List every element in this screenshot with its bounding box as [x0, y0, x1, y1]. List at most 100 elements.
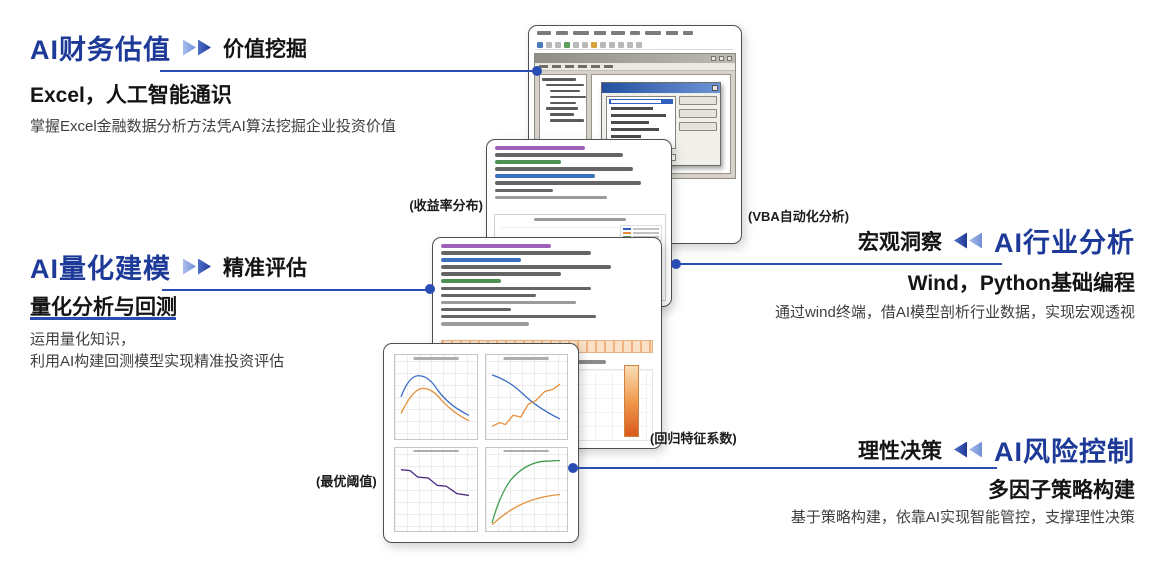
connector-dot-industry: [671, 259, 681, 269]
macro-list-item-selected: [609, 99, 673, 104]
python-code-lines: [441, 244, 655, 329]
connector-dot-quant: [425, 284, 435, 294]
mini-chart-tradeoff-curves: [484, 354, 568, 440]
caption-regression-coefficients: (回归特征系数): [650, 431, 737, 446]
dialog-button: [679, 122, 717, 131]
code-line: [495, 195, 607, 200]
module-quant-desc-line1: 运用量化知识，: [30, 331, 136, 348]
dialog-button: [679, 96, 717, 105]
macro-list-item: [609, 134, 673, 139]
caption-optimal-threshold: (最优阈值): [316, 474, 377, 489]
legend-swatch-orange: [623, 232, 631, 234]
connector-line-risk: [573, 467, 997, 469]
code-line: [441, 244, 551, 248]
code-line: [495, 146, 585, 150]
coefficient-gradient-bar: [624, 365, 639, 437]
chevron-left-icon: [954, 441, 967, 458]
connector-dot-valuation: [532, 66, 542, 76]
code-line: [495, 188, 553, 193]
chevron-right-icon: [183, 258, 196, 275]
module-quant-header: AI量化建模 精准评估: [30, 247, 307, 286]
code-line: [441, 322, 529, 326]
chevron-right-icon: [198, 39, 211, 56]
double-chevron-left-icon: [954, 232, 982, 249]
window-minimize-icon: [711, 56, 716, 61]
code-line: [495, 174, 595, 178]
chart-title-skeleton: [503, 449, 549, 452]
chart-title-skeleton: [413, 357, 459, 360]
code-line: [441, 272, 561, 276]
code-line: [441, 307, 511, 312]
chart-title-skeleton: [413, 449, 459, 452]
legend-swatch-blue: [623, 228, 631, 230]
chevron-right-icon: [183, 39, 196, 56]
module-industry-subtitle: Wind，Python基础编程: [907, 272, 1135, 295]
vba-editor-titlebar: [535, 54, 735, 63]
module-risk-title: AI风险控制: [994, 437, 1135, 467]
module-quant-title: AI量化建模: [30, 254, 171, 284]
module-industry-tagline: 宏观洞察: [858, 230, 942, 254]
screenshot-card-threshold-charts: [383, 343, 579, 543]
module-risk-tagline: 理性决策: [858, 439, 942, 463]
vba-editor-menubar: [535, 63, 735, 71]
python-code-lines: [495, 146, 665, 203]
excel-menu-bar: [537, 30, 733, 37]
code-line: [441, 293, 536, 298]
chevron-right-icon: [198, 258, 211, 275]
code-line: [441, 314, 596, 319]
code-line: [441, 258, 521, 262]
chevron-left-icon: [969, 441, 982, 458]
mini-chart-threshold-curves: [394, 354, 478, 440]
code-line: [495, 160, 561, 164]
chevron-left-icon: [954, 232, 967, 249]
window-close-icon: [727, 56, 732, 61]
macro-list-item: [609, 113, 673, 118]
caption-vba-automation: (VBA自动化分析): [748, 209, 850, 224]
connector-dot-risk: [568, 463, 578, 473]
connector-line-quant: [162, 289, 430, 291]
excel-toolbar: [537, 40, 733, 50]
chart-title-skeleton: [534, 218, 626, 221]
module-risk-desc: 基于策略构建，依靠AI实现智能管控，支撑理性决策: [790, 509, 1135, 526]
macro-dialog-titlebar: [602, 83, 720, 93]
double-chevron-right-icon: [183, 258, 211, 275]
code-line: [441, 265, 611, 269]
macro-list-item: [609, 106, 673, 111]
connector-line-industry: [676, 263, 1002, 265]
module-risk-subtitle: 多因子策略构建: [988, 479, 1135, 502]
module-quant-desc-line2: 利用AI构建回测模型实现精准投资评估: [30, 353, 285, 370]
module-quant-subtitle: 量化分析与回测: [30, 296, 177, 319]
code-line: [495, 153, 623, 157]
code-line: [441, 286, 591, 291]
quant-subtitle-underline: [30, 317, 176, 320]
double-chevron-left-icon: [954, 441, 982, 458]
macro-list-item: [609, 120, 673, 125]
macro-dialog-buttons: [679, 96, 717, 131]
module-quant-tagline: 精准评估: [223, 256, 307, 280]
module-valuation-desc: 掌握Excel金融数据分析方法凭AI算法挖掘企业投资价值: [30, 118, 396, 135]
caption-returns-distribution: (收益率分布): [409, 198, 483, 213]
code-line: [441, 251, 591, 255]
connector-line-valuation: [160, 70, 537, 72]
double-chevron-right-icon: [183, 39, 211, 56]
module-industry-title: AI行业分析: [994, 228, 1135, 258]
dialog-close-icon: [712, 85, 718, 91]
module-valuation-title: AI财务估值: [30, 35, 171, 65]
module-valuation-tagline: 价值挖掘: [223, 37, 307, 61]
code-line: [441, 279, 501, 283]
module-risk-header: 理性决策 AI风险控制: [858, 430, 1135, 469]
code-line: [441, 300, 576, 305]
chart-title-skeleton: [503, 357, 549, 360]
module-valuation-header: AI财务估值 价值挖掘: [30, 28, 307, 67]
module-valuation-subtitle: Excel，人工智能通识: [30, 84, 232, 107]
module-industry-header: 宏观洞察 AI行业分析: [858, 221, 1135, 260]
macro-list-item: [609, 127, 673, 132]
module-industry-desc: 通过wind终端，借AI模型剖析行业数据，实现宏观透视: [774, 304, 1135, 321]
code-line: [495, 181, 641, 185]
mini-chart-equity-curve: [394, 446, 478, 532]
dialog-button: [679, 109, 717, 118]
chevron-left-icon: [969, 232, 982, 249]
window-maximize-icon: [719, 56, 724, 61]
mini-chart-cumulative-return: [484, 446, 568, 532]
